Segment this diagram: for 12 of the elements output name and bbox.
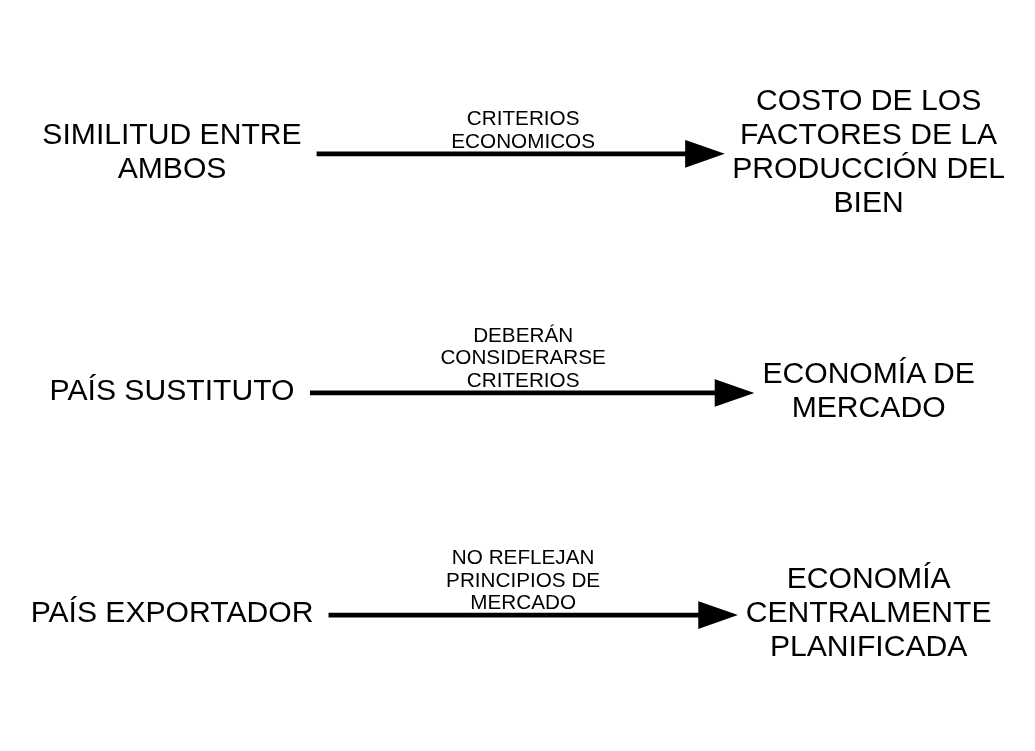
node-text: COSTO DE LOS FACTORES DE LA PRODUCCIÓN DEL BIEN xyxy=(732,82,1005,218)
node-text: PAÍS SUSTITUTO xyxy=(49,372,295,406)
edge-label: DEBERÁN CONSIDERARSE CRITERIOS xyxy=(440,322,606,391)
arrow xyxy=(328,600,738,629)
node-text: SIMILITUD ENTRE AMBOS xyxy=(42,116,302,184)
arrow xyxy=(309,378,755,407)
node-text: ECONOMÍA CENTRALMENTE PLANIFICADA xyxy=(745,560,992,662)
edge-label: NO REFLEJAN PRINCIPIOS DE MERCADO xyxy=(446,544,601,613)
node-text: ECONOMÍA DE MERCADO xyxy=(762,355,975,423)
edge-label: CRITERIOS ECONOMICOS xyxy=(451,105,595,152)
node-text: PAÍS EXPORTADOR xyxy=(30,594,314,628)
arrow xyxy=(316,139,725,168)
